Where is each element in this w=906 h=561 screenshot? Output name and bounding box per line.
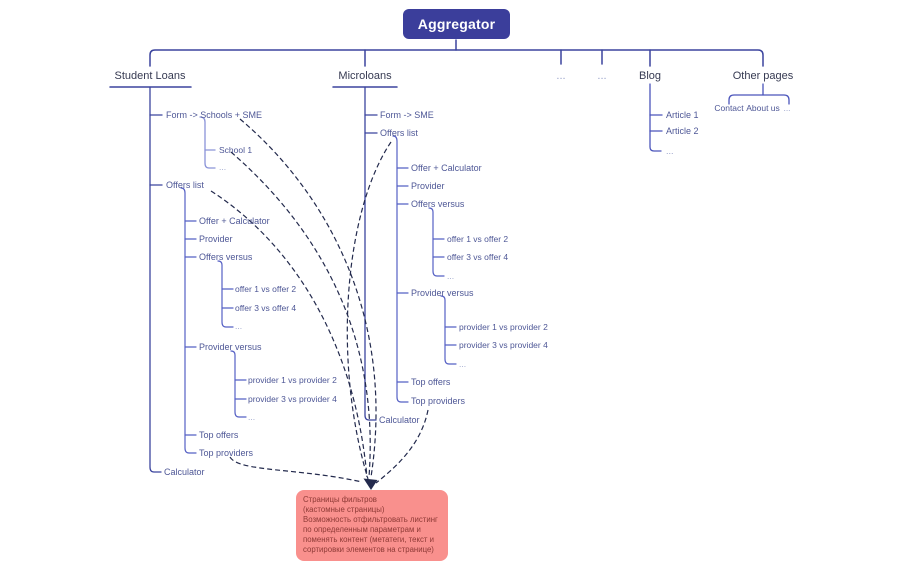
node-dots-1[interactable]: ... <box>556 70 566 82</box>
node-ml-provider[interactable]: Provider <box>411 181 445 191</box>
node-ml-offers-list[interactable]: Offers list <box>380 128 418 138</box>
node-ml-calculator[interactable]: Calculator <box>379 415 420 425</box>
note-subtitle: (кастомные страницы) <box>303 504 385 514</box>
node-sl-provider[interactable]: Provider <box>199 234 233 244</box>
node-aggregator[interactable]: Aggregator <box>403 9 510 39</box>
node-sl-school-1[interactable]: School 1 <box>219 145 253 155</box>
node-sl-provider-versus[interactable]: Provider versus <box>199 342 262 352</box>
node-blog-more[interactable]: ... <box>666 146 674 156</box>
node-microloans[interactable]: Microloans <box>338 70 392 82</box>
note-body: Возможность отфильтровать листинг по опр… <box>303 514 438 554</box>
node-ml-offer1-vs-offer2[interactable]: offer 1 vs offer 2 <box>447 234 509 244</box>
node-article-2[interactable]: Article 2 <box>666 126 699 136</box>
node-ml-form[interactable]: Form -> SME <box>380 110 434 120</box>
node-dots-2[interactable]: ... <box>597 70 607 82</box>
node-sl-offers-list[interactable]: Offers list <box>166 180 204 190</box>
node-student-loans[interactable]: Student Loans <box>114 70 186 82</box>
node-other-pages-more[interactable]: ... <box>783 103 791 113</box>
node-sl-top-offers[interactable]: Top offers <box>199 430 239 440</box>
node-sl-form[interactable]: Form -> Schools + SME <box>166 110 263 120</box>
note-title: Страницы фильтров <box>303 495 377 504</box>
node-ml-offer-calculator[interactable]: Offer + Calculator <box>411 163 482 173</box>
node-sl-top-providers[interactable]: Top providers <box>199 448 254 458</box>
node-sl-calculator[interactable]: Calculator <box>164 467 205 477</box>
node-ml-top-offers[interactable]: Top offers <box>411 377 451 387</box>
filter-pages-note[interactable]: Страницы фильтров (кастомные страницы) В… <box>296 490 448 561</box>
node-ml-provider1-vs-provider2[interactable]: provider 1 vs provider 2 <box>459 322 548 332</box>
node-sl-provider3-vs-provider4[interactable]: provider 3 vs provider 4 <box>248 394 337 404</box>
node-sl-provider1-vs-provider2[interactable]: provider 1 vs provider 2 <box>248 375 337 385</box>
node-article-1[interactable]: Article 1 <box>666 110 699 120</box>
node-ml-top-providers[interactable]: Top providers <box>411 396 466 406</box>
node-sl-school-more[interactable]: ... <box>219 162 227 172</box>
node-sl-offer3-vs-offer4[interactable]: offer 3 vs offer 4 <box>235 303 297 313</box>
school-bracket <box>199 116 216 169</box>
node-ml-provider-vs-more[interactable]: ... <box>459 359 467 369</box>
node-ml-offers-vs-more[interactable]: ... <box>447 271 455 281</box>
node-ml-offer3-vs-offer4[interactable]: offer 3 vs offer 4 <box>447 252 509 262</box>
node-sl-offer1-vs-offer2[interactable]: offer 1 vs offer 2 <box>235 284 297 294</box>
node-ml-offers-versus[interactable]: Offers versus <box>411 199 465 209</box>
node-ml-provider-versus[interactable]: Provider versus <box>411 288 474 298</box>
arrowhead-icon <box>363 478 378 490</box>
node-sl-provider-vs-more[interactable]: ... <box>248 412 256 422</box>
node-other-pages[interactable]: Other pages <box>732 70 794 82</box>
node-sl-offers-vs-more[interactable]: ... <box>235 321 243 331</box>
node-ml-provider3-vs-provider4[interactable]: provider 3 vs provider 4 <box>459 340 548 350</box>
node-blog[interactable]: Blog <box>638 70 662 82</box>
node-about-us[interactable]: About us <box>746 103 780 113</box>
filter-note-arrows <box>210 118 429 484</box>
node-contact[interactable]: Contact <box>714 103 744 113</box>
node-sl-offers-versus[interactable]: Offers versus <box>199 252 253 262</box>
node-sl-offer-calculator[interactable]: Offer + Calculator <box>199 216 270 226</box>
